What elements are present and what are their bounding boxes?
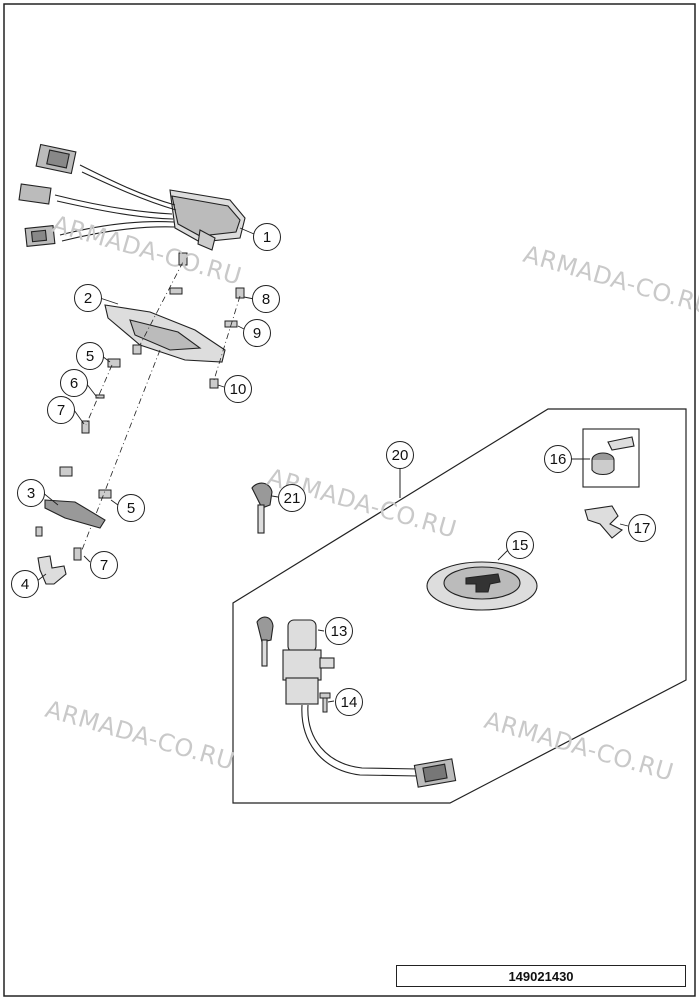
- callout-15: 15: [506, 531, 534, 559]
- mounting-bracket: [104, 304, 226, 363]
- instrument-cluster: [169, 189, 246, 251]
- callout-20: 20: [386, 441, 414, 469]
- lower-plate: [44, 499, 106, 529]
- callout-9: 9: [243, 319, 271, 347]
- document-number: 149021430: [396, 965, 686, 987]
- callout-10: 10: [224, 375, 252, 403]
- callout-7: 7: [47, 396, 75, 424]
- ignition-lock: [282, 619, 335, 705]
- callout-1: 1: [253, 223, 281, 251]
- callout-13: 13: [325, 617, 353, 645]
- harness-connectors: [18, 143, 77, 248]
- callout-17: 17: [628, 514, 656, 542]
- callout-14: 14: [335, 688, 363, 716]
- ignition-connector: [413, 758, 457, 788]
- fuel-cap: [426, 561, 538, 611]
- assembly-axes: [79, 261, 241, 556]
- callout-2: 2: [74, 284, 102, 312]
- callout-16: 16: [544, 445, 572, 473]
- callout-5b: 5: [117, 494, 145, 522]
- callout-4: 4: [11, 570, 39, 598]
- lock-insert-16: [582, 428, 640, 488]
- key-13: [256, 616, 274, 667]
- bracket-17: [584, 505, 624, 539]
- callout-3: 3: [17, 479, 45, 507]
- callout-5: 5: [76, 342, 104, 370]
- page-border: [3, 3, 696, 997]
- ignition-cable: [301, 704, 419, 777]
- kit-outline-20: [232, 408, 687, 804]
- callout-6: 6: [60, 369, 88, 397]
- callout-8: 8: [252, 285, 280, 313]
- callout-7b: 7: [90, 551, 118, 579]
- clip-4: [37, 555, 67, 585]
- key-21: [251, 482, 273, 534]
- callout-21: 21: [278, 484, 306, 512]
- wiring-harness: [54, 164, 177, 242]
- screw-14: [319, 692, 331, 713]
